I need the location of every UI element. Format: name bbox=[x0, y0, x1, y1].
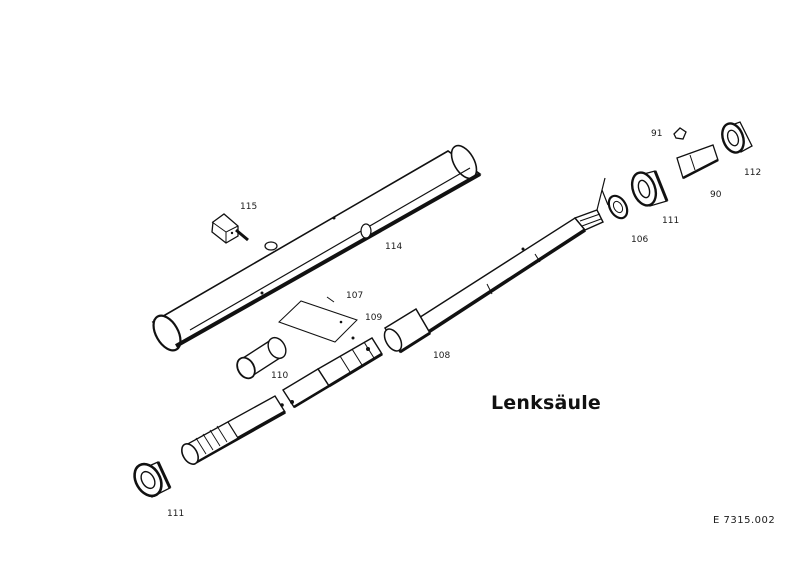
callout-114: 114 bbox=[385, 242, 403, 252]
drawing-number: E 7315.002 bbox=[713, 515, 776, 526]
shaft-109 bbox=[282, 336, 383, 409]
bearing-112 bbox=[721, 121, 753, 154]
callout-112: 112 bbox=[744, 168, 762, 178]
half-shell-90 bbox=[676, 144, 719, 180]
diagram-title: Lenksäule bbox=[491, 392, 602, 414]
shaft-108 bbox=[383, 177, 609, 354]
callout-108: 108 bbox=[433, 351, 451, 361]
callout-115: 115 bbox=[240, 202, 258, 212]
callout-111-lower: 111 bbox=[167, 509, 185, 519]
callout-90: 90 bbox=[710, 190, 722, 200]
gasket-107 bbox=[278, 296, 358, 343]
washer-106 bbox=[607, 194, 629, 220]
switch-115 bbox=[211, 213, 249, 244]
callout-107: 107 bbox=[346, 291, 364, 301]
clip-91 bbox=[673, 127, 687, 140]
bearing-111-upper bbox=[630, 170, 669, 207]
callout-106: 106 bbox=[631, 235, 649, 245]
jacket-tube-114 bbox=[151, 144, 482, 352]
callout-110: 110 bbox=[271, 371, 289, 381]
callout-91: 91 bbox=[651, 129, 663, 139]
bearing-111-lower bbox=[133, 461, 172, 498]
lower-shaft bbox=[181, 395, 286, 465]
sleeve-110 bbox=[236, 336, 287, 380]
callout-109: 109 bbox=[365, 313, 383, 323]
callout-111-upper: 111 bbox=[662, 216, 680, 226]
